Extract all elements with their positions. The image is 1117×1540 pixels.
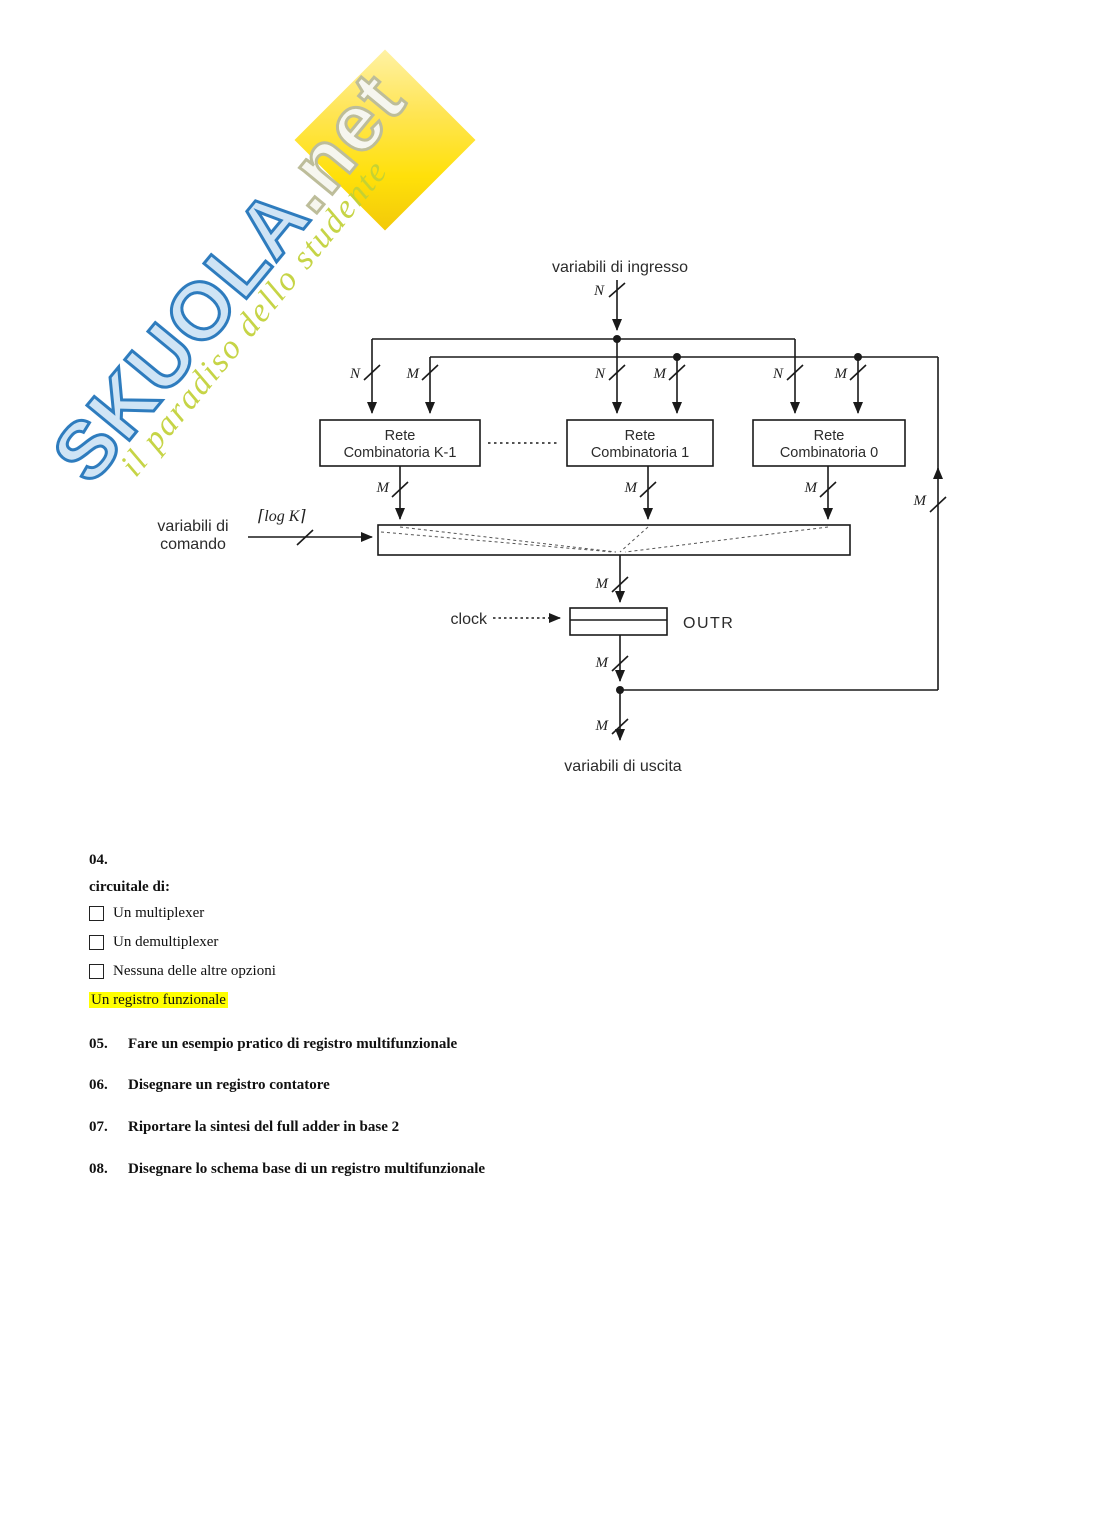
clock-label: clock <box>451 611 488 628</box>
option-row-nessuna: Nessuna delle altre opzioni <box>89 963 276 980</box>
question-item-07: 07. Riportare la sintesi del full adder … <box>89 1119 399 1136</box>
command-variables-label-line1: variabili di <box>157 518 228 535</box>
question-text: Disegnare lo schema base di un registro … <box>128 1161 486 1177</box>
box-0-caption-line1: Rete <box>814 428 845 444</box>
bus-n-label: N <box>594 366 606 382</box>
question-04-number: 04. <box>89 852 108 868</box>
mux-routing-dashes <box>380 526 829 553</box>
junction-dots <box>613 335 862 694</box>
option-checkbox[interactable] <box>89 964 104 979</box>
multiplexer-box <box>377 524 851 556</box>
highlighted-answer: Un registro funzionale <box>89 992 228 1008</box>
bus-width-letters: N N M N M N M M M M M M M M <box>349 283 928 734</box>
rete-combinatoria-1-box <box>566 419 714 467</box>
question-04-lead: circuitale di: <box>89 879 170 895</box>
question-text: Fare un esempio pratico di registro mult… <box>128 1036 458 1052</box>
box-1-caption-line2: Combinatoria 1 <box>591 445 689 461</box>
question-number: 08. <box>89 1161 108 1177</box>
diagram-blocks <box>319 419 906 636</box>
outr-label: OUTR <box>683 615 734 632</box>
input-variables-label: variabili di ingresso <box>552 259 688 276</box>
bus-m-label: M <box>653 366 668 382</box>
bus-m-label: M <box>804 480 819 496</box>
bus-m-label: M <box>913 493 928 509</box>
question-text: Disegnare un registro contatore <box>128 1077 330 1093</box>
option-label: Nessuna delle altre opzioni <box>113 963 276 979</box>
diagram-labels: variabili di ingresso variabili di uscit… <box>157 259 734 775</box>
rete-combinatoria-0-box <box>752 419 906 467</box>
bus-m-label: M <box>834 366 849 382</box>
question-item-06: 06. Disegnare un registro contatore <box>89 1077 330 1094</box>
bus-m-label: M <box>624 480 639 496</box>
question-item-08: 08. Disegnare lo schema base di un regis… <box>89 1161 485 1178</box>
bus-n-label: N <box>349 366 361 382</box>
bus-m-label: M <box>376 480 391 496</box>
question-number: 06. <box>89 1077 108 1093</box>
option-label: Un demultiplexer <box>113 934 219 950</box>
bus-m-label: M <box>406 366 421 382</box>
outr-register-box <box>569 607 668 636</box>
box-k1-caption-line1: Rete <box>385 428 416 444</box>
rete-combinatoria-k1-box <box>319 419 481 467</box>
option-row-multiplexer: Un multiplexer <box>89 905 204 922</box>
diagram-wires <box>248 280 947 741</box>
option-row-demultiplexer: Un demultiplexer <box>89 934 218 951</box>
bus-m-label: M <box>595 576 610 592</box>
option-checkbox[interactable] <box>89 935 104 950</box>
bus-n-label: N <box>593 283 605 299</box>
option-checkbox[interactable] <box>89 906 104 921</box>
box-1-caption-line1: Rete <box>625 428 656 444</box>
output-variables-label: variabili di uscita <box>564 758 681 775</box>
bus-m-label: M <box>595 718 610 734</box>
option-label: Un multiplexer <box>113 905 205 921</box>
question-number: 07. <box>89 1119 108 1135</box>
question-text: Riportare la sintesi del full adder in b… <box>128 1119 400 1135</box>
block-captions: Rete Combinatoria K-1 Rete Combinatoria … <box>344 428 879 461</box>
box-k1-caption-line2: Combinatoria K-1 <box>344 445 457 461</box>
question-item-05: 05. Fare un esempio pratico di registro … <box>89 1036 457 1053</box>
circuit-diagram: variabili di ingresso variabili di uscit… <box>157 259 947 775</box>
bus-n-label: N <box>772 366 784 382</box>
answer-row: Un registro funzionale <box>89 992 228 1009</box>
box-0-caption-line2: Combinatoria 0 <box>780 445 878 461</box>
log-k-bus-label: ⌈log K⌉ <box>258 508 306 525</box>
command-variables-label-line2: comando <box>160 536 226 553</box>
bus-m-label: M <box>595 655 610 671</box>
question-number: 05. <box>89 1036 108 1052</box>
